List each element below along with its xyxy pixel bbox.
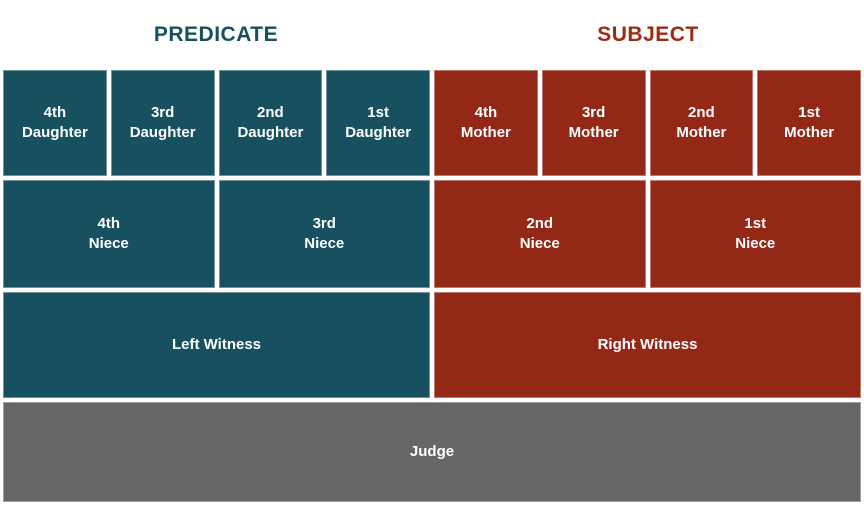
- cell-label-line1: 3rd: [150, 103, 175, 121]
- cell-label-line1: 1st: [798, 103, 820, 121]
- cell-3rd-niece: 3rd Niece: [218, 180, 430, 288]
- cell-right-witness: Right Witness: [434, 292, 861, 398]
- cell-label-line1: 3rd: [312, 214, 336, 232]
- cell-label-line2: Daughter: [129, 124, 196, 141]
- cell-label-line1: 3rd: [581, 103, 606, 121]
- cell-left-witness: Left Witness: [3, 292, 430, 398]
- cell-label-line2: Daughter: [237, 124, 304, 141]
- cell-4th-daughter: 4th Daughter: [3, 70, 107, 176]
- cell-label: Judge: [409, 442, 455, 460]
- cell-label-line2: Mother: [784, 124, 835, 141]
- cell-label-line1: 2nd: [688, 103, 715, 121]
- cell-label-line2: Daughter: [21, 124, 88, 141]
- cell-label-line2: Mother: [568, 124, 619, 141]
- cell-4th-niece: 4th Niece: [3, 180, 215, 288]
- cell-label-line1: 1st: [744, 214, 767, 232]
- cell-label: Right Witness: [597, 335, 698, 353]
- subject-header: SUBJECT: [597, 23, 699, 46]
- cell-2nd-daughter: 2nd Daughter: [218, 70, 323, 176]
- predicate-header: PREDICATE: [153, 23, 279, 46]
- cell-label-line1: 2nd: [526, 214, 554, 232]
- chart-grid: 4th Daughter 3rd Daughter 2nd Daughter 1…: [3, 70, 861, 502]
- cell-label-line1: 4th: [97, 214, 121, 232]
- cell-label-line1: 4th: [474, 103, 498, 121]
- cell-label-line2: Niece: [88, 235, 129, 252]
- cell-judge: Judge: [3, 402, 861, 502]
- cell-label-line2: Mother: [676, 124, 727, 141]
- cell-label-line2: Niece: [519, 235, 560, 252]
- cell-2nd-niece: 2nd Niece: [434, 180, 646, 288]
- cell-label-line1: 2nd: [257, 103, 284, 121]
- cell-label-line2: Daughter: [345, 124, 412, 141]
- cell-1st-niece: 1st Niece: [649, 180, 861, 288]
- cell-1st-daughter: 1st Daughter: [326, 70, 430, 176]
- cell-label-line1: 1st: [367, 103, 389, 121]
- cell-label-line2: Niece: [304, 235, 345, 252]
- cell-4th-mother: 4th Mother: [434, 70, 538, 176]
- cell-label-line1: 4th: [43, 103, 67, 121]
- column-headers: PREDICATE SUBJECT: [0, 0, 864, 70]
- cell-label: Left Witness: [171, 335, 262, 353]
- cell-3rd-mother: 3rd Mother: [541, 70, 646, 176]
- cell-2nd-mother: 2nd Mother: [649, 70, 754, 176]
- cell-3rd-daughter: 3rd Daughter: [110, 70, 215, 176]
- cell-1st-mother: 1st Mother: [757, 70, 861, 176]
- cell-label-line2: Niece: [735, 235, 776, 252]
- cell-label-line2: Mother: [460, 124, 511, 141]
